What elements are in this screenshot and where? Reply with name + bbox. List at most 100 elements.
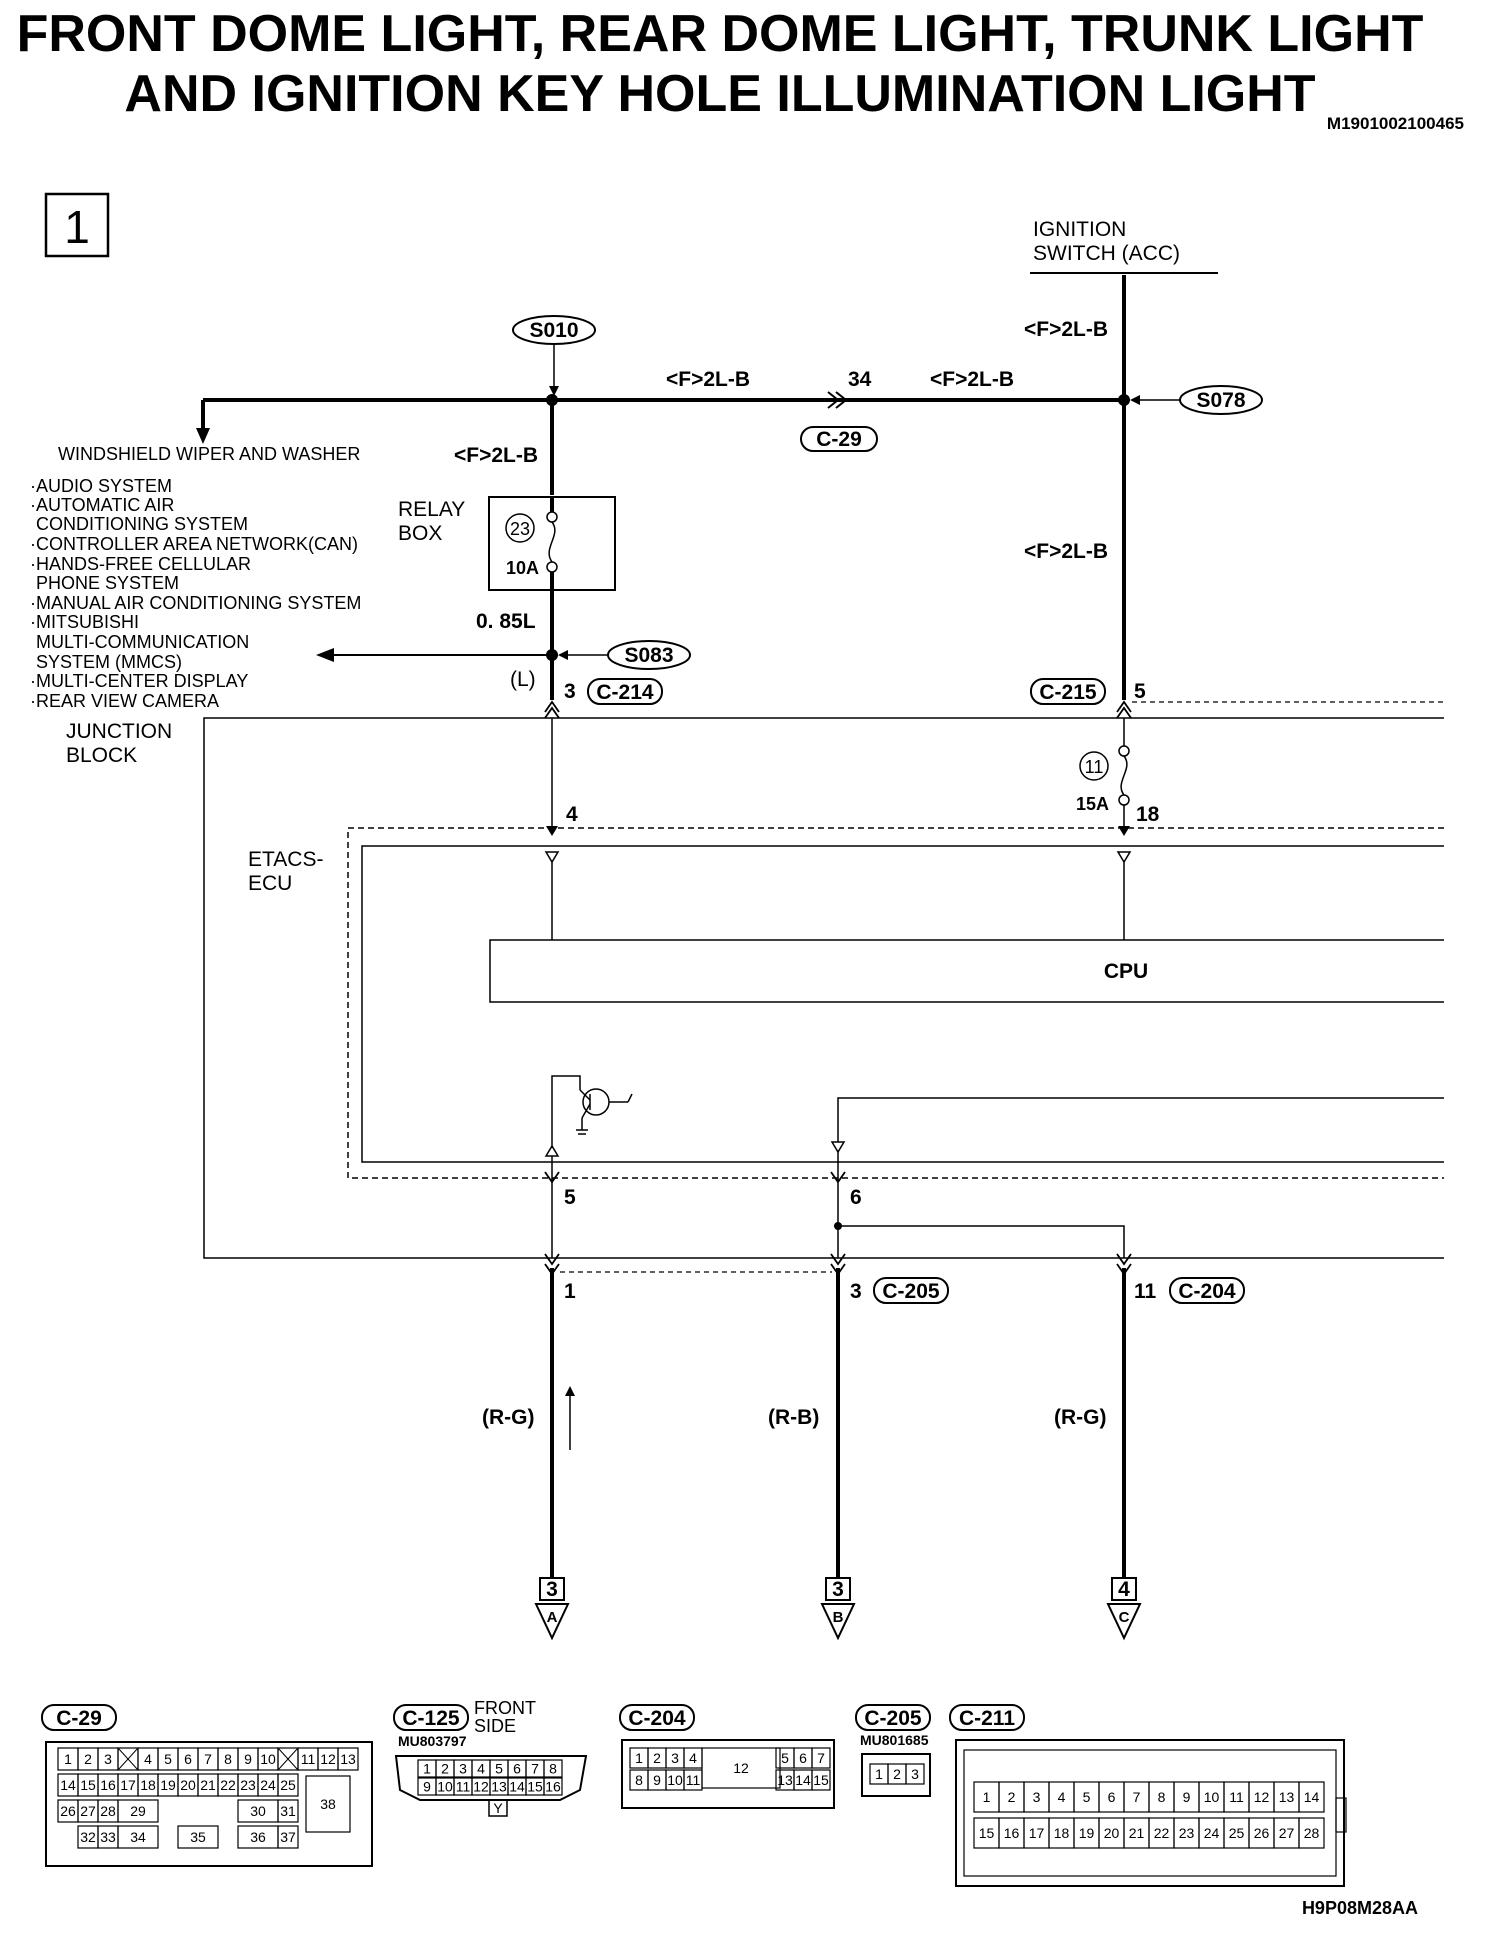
wire-color-rb: (R-B) — [768, 1406, 819, 1429]
ignition-switch: IGNITION SWITCH (ACC) — [1030, 218, 1218, 274]
jb-fuse-11: 11 15A 18 — [1076, 745, 1160, 826]
connector-c215-label: C-215 — [1039, 681, 1097, 704]
ecu-inputs — [544, 851, 1132, 940]
c29-pin: 37 — [280, 1829, 296, 1845]
output-c-page: 4 — [1118, 1578, 1130, 1601]
c29-pin: 8 — [224, 1751, 232, 1767]
c211-cell — [1298, 1781, 1325, 1813]
c211-pin: 5 — [1083, 1789, 1091, 1805]
c29-pin: 31 — [280, 1803, 296, 1819]
output-arrow-a: 3 A — [534, 1577, 570, 1641]
c29-pin: 27 — [80, 1803, 96, 1819]
c211-pin: 6 — [1108, 1789, 1116, 1805]
c29-cell — [305, 1775, 351, 1833]
wire-label-relay-feed: <F>2L-B — [454, 444, 538, 467]
system-item: ·MANUAL AIR CONDITIONING SYSTEM — [30, 593, 361, 613]
output-a-page: 3 — [546, 1578, 558, 1601]
wire-label-top-left: <F>2L-B — [666, 368, 750, 391]
connector-view-c211-label: C-211 — [959, 1707, 1015, 1730]
c29-pin: 35 — [190, 1829, 206, 1845]
connector-c215-pin: 5 — [1134, 680, 1146, 703]
c204-pin: 6 — [799, 1750, 807, 1766]
c204-pin: 15 — [813, 1772, 829, 1788]
cpu-block: CPU — [489, 939, 1444, 1003]
system-item: ·AUDIO SYSTEM — [30, 476, 172, 496]
c29-blank — [117, 1747, 139, 1771]
c211-pin: 20 — [1104, 1825, 1120, 1841]
etacs-ecu: ETACS- ECU — [248, 827, 1444, 1179]
splice-s010-label: S010 — [529, 319, 578, 342]
c29-pin: 3 — [104, 1751, 112, 1767]
windshield-wiper-label: WINDSHIELD WIPER AND WASHER — [58, 444, 360, 464]
c204-cell — [811, 1769, 831, 1791]
title-line-2: AND IGNITION KEY HOLE ILLUMINATION LIGHT — [124, 65, 1316, 123]
c211-pin: 16 — [1004, 1825, 1020, 1841]
c29-pin: 20 — [180, 1777, 196, 1793]
splice-s010: S010 — [512, 315, 596, 406]
jb-pin-4: 4 — [566, 803, 578, 826]
c125-pin: 10 — [437, 1779, 453, 1795]
c211-pin: 2 — [1008, 1789, 1016, 1805]
system-item: ·HANDS-FREE CELLULAR — [30, 554, 251, 574]
connector-chevrons — [544, 700, 1132, 719]
jb-fuse-number: 11 — [1085, 757, 1104, 777]
connector-view-c125-label: C-125 — [402, 1707, 460, 1730]
diagram-code: H9P08M28AA — [1301, 1898, 1418, 1918]
c29-pin: 7 — [204, 1751, 212, 1767]
c29-pin: 29 — [130, 1803, 146, 1819]
c125-cell — [543, 1759, 563, 1778]
wire-label-085l: 0. 85L — [476, 610, 536, 633]
c204-pin: 10 — [667, 1772, 683, 1788]
c204-pin: 1 — [635, 1750, 643, 1766]
wire-color-rg-1: (R-G) — [482, 1406, 534, 1429]
c29-pin: 6 — [184, 1751, 192, 1767]
c29-pin: 5 — [164, 1751, 172, 1767]
c211-cell — [1298, 1817, 1325, 1849]
c125-pin: 14 — [509, 1779, 525, 1795]
c29-pin: 18 — [140, 1777, 156, 1793]
c205-cell — [905, 1763, 925, 1785]
relay-box: RELAY BOX 23 10A — [398, 496, 616, 591]
c29-cell — [277, 1773, 299, 1797]
connector-c29-label: C-29 — [816, 428, 862, 451]
jb-pin-18: 18 — [1136, 803, 1160, 826]
connector-c29-inline: 34 C-29 — [800, 368, 878, 452]
c125-pin: 13 — [491, 1779, 507, 1795]
c211-pin: 1 — [983, 1789, 991, 1805]
ignition-switch-label-2: SWITCH (ACC) — [1033, 242, 1180, 265]
c204-pin: 12 — [733, 1760, 749, 1776]
c204-pin: 2 — [653, 1750, 661, 1766]
relay-fuse-rating: 10A — [506, 558, 539, 578]
c211-pin: 19 — [1079, 1825, 1095, 1841]
c29-pin: 13 — [340, 1751, 356, 1767]
c211-pin: 17 — [1029, 1825, 1045, 1841]
output-b-page: 3 — [832, 1578, 844, 1601]
c204-pin: 14 — [795, 1772, 811, 1788]
connector-view-c205-label: C-205 — [864, 1707, 922, 1730]
connector-c215: C-215 — [1030, 678, 1106, 705]
system-item: MULTI-COMMUNICATION — [36, 632, 249, 652]
system-item: ·CONTROLLER AREA NETWORK(CAN) — [30, 534, 358, 554]
connector-c204-label: C-204 — [1178, 1280, 1236, 1303]
c125-pin: 5 — [495, 1761, 503, 1777]
connector-c214-pin: 3 — [564, 680, 576, 703]
c204-cell — [811, 1747, 831, 1769]
c125-pin: 4 — [477, 1761, 485, 1777]
connector-c214: C-214 — [587, 678, 663, 705]
c205-part-no: MU801685 — [860, 1732, 929, 1748]
c211-pin: 4 — [1058, 1789, 1066, 1805]
systems-list: ·AUDIO SYSTEM ·AUTOMATIC AIR CONDITIONIN… — [30, 476, 361, 711]
relay-box-label-1: RELAY — [398, 498, 465, 521]
connector-c205: C-205 — [873, 1277, 949, 1304]
wire-label-ignition: <F>2L-B — [1024, 318, 1108, 341]
c211-pin: 10 — [1204, 1789, 1220, 1805]
output-b-letter: B — [833, 1609, 844, 1626]
c211-pin: 23 — [1179, 1825, 1195, 1841]
c29-cell — [277, 1799, 299, 1823]
